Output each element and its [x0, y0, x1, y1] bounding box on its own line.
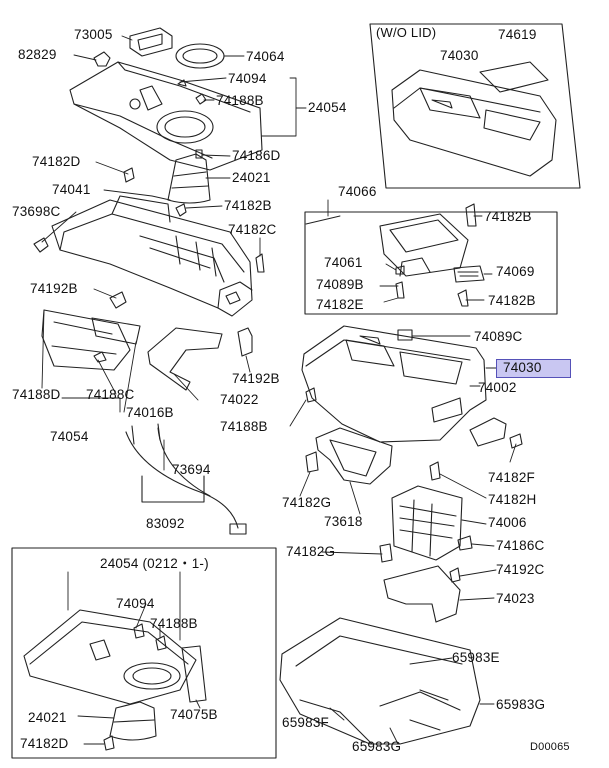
label-74619[interactable]: 74619 [498, 27, 537, 42]
label-inset-without-lid: (W/O LID) [376, 25, 437, 40]
panel-65983 [279, 617, 481, 745]
label-74182F[interactable]: 74182F [488, 470, 535, 485]
label-74192C[interactable]: 74192C [496, 562, 545, 577]
label-83092[interactable]: 83092 [146, 516, 185, 531]
clip-74089C [397, 329, 413, 341]
clip-82829 [93, 51, 111, 67]
label-74023[interactable]: 74023 [496, 591, 535, 606]
label-74075B[interactable]: 74075B [170, 707, 218, 722]
label-74061[interactable]: 74061 [324, 255, 363, 270]
label-24021-inset[interactable]: 24021 [28, 710, 67, 725]
pad-74619 [479, 61, 549, 93]
label-74186D[interactable]: 74186D [232, 148, 281, 163]
lid-assembly-frame [304, 211, 558, 315]
harness-73694 [125, 423, 247, 535]
label-74002[interactable]: 74002 [478, 380, 517, 395]
label-74182B-mid[interactable]: 74182B [224, 198, 272, 213]
label-73618[interactable]: 73618 [324, 514, 363, 529]
label-24021-top[interactable]: 24021 [232, 170, 271, 185]
label-82829[interactable]: 82829 [18, 47, 57, 62]
label-74006[interactable]: 74006 [488, 515, 527, 530]
label-74182B-lid[interactable]: 74182B [484, 209, 532, 224]
label-74066[interactable]: 74066 [338, 184, 377, 199]
label-74064[interactable]: 74064 [246, 49, 285, 64]
console-74041 [51, 195, 253, 317]
label-74188B-inset[interactable]: 74188B [150, 616, 198, 631]
label-74030-inset[interactable]: 74030 [440, 48, 479, 63]
cup-holder-73618 [315, 427, 393, 485]
drawing-code: D00065 [530, 741, 570, 753]
boot-bezel-73005 [129, 27, 173, 57]
label-74192B-left[interactable]: 74192B [30, 281, 78, 296]
label-74182D-inset[interactable]: 74182D [20, 736, 69, 751]
label-inset-console-variant: 24054 (0212・1-) [100, 556, 209, 571]
label-74192B-right[interactable]: 74192B [232, 371, 280, 386]
inset-frame-without-lid [369, 23, 581, 189]
ring-74064 [175, 43, 225, 69]
label-74030-highlighted[interactable]: 74030 [503, 360, 542, 375]
latch-74069 [453, 265, 485, 283]
label-73005[interactable]: 73005 [74, 27, 113, 42]
label-74089B[interactable]: 74089B [316, 277, 364, 292]
label-74182H[interactable]: 74182H [488, 492, 537, 507]
label-65983E[interactable]: 65983E [452, 650, 500, 665]
label-74186C[interactable]: 74186C [496, 538, 545, 553]
label-74041[interactable]: 74041 [52, 182, 91, 197]
label-65983G-bottom[interactable]: 65983G [352, 739, 402, 754]
bracket-74022 [147, 327, 223, 391]
label-74182G-mid[interactable]: 74182G [282, 495, 332, 510]
label-74089C[interactable]: 74089C [474, 329, 523, 344]
label-74069[interactable]: 74069 [496, 264, 535, 279]
label-74182G-low[interactable]: 74182G [286, 544, 336, 559]
strip-74075B [181, 645, 207, 703]
label-73694[interactable]: 73694 [172, 462, 211, 477]
console-74030 [301, 325, 487, 443]
label-74188C[interactable]: 74188C [86, 387, 135, 402]
label-74182C[interactable]: 74182C [228, 222, 277, 237]
label-74182D-top[interactable]: 74182D [32, 154, 81, 169]
label-74054[interactable]: 74054 [50, 429, 89, 444]
leader-lines [41, 35, 517, 745]
boot-24021-variant [109, 701, 157, 741]
label-74188D[interactable]: 74188D [12, 387, 61, 402]
label-74094-top[interactable]: 74094 [228, 71, 267, 86]
clip-73698C [33, 237, 49, 253]
console-variant-24054 [23, 609, 197, 705]
bracket-74023 [383, 565, 461, 623]
shift-panel-24054 [69, 61, 263, 171]
label-65983G-right[interactable]: 65983G [496, 697, 546, 712]
label-74188B-top[interactable]: 74188B [216, 93, 264, 108]
side-panel-74054 [41, 309, 131, 371]
console-74030-no-lid [391, 69, 557, 177]
lid-74066 [379, 213, 469, 277]
label-74188B-mid[interactable]: 74188B [220, 419, 268, 434]
boot-24021 [167, 153, 211, 204]
label-24054-top[interactable]: 24054 [308, 100, 347, 115]
label-74094-inset[interactable]: 74094 [116, 596, 155, 611]
label-65983F[interactable]: 65983F [282, 715, 329, 730]
inset-frame-console-variant [11, 547, 277, 759]
label-74022[interactable]: 74022 [220, 392, 259, 407]
highlight-74030 [496, 359, 571, 378]
label-73698C[interactable]: 73698C [12, 204, 61, 219]
label-74182E[interactable]: 74182E [316, 297, 364, 312]
holder-74006 [391, 485, 463, 561]
cover-74182F [469, 417, 507, 447]
label-74182B-lid-right[interactable]: 74182B [488, 293, 536, 308]
label-74016B[interactable]: 74016B [126, 405, 174, 420]
